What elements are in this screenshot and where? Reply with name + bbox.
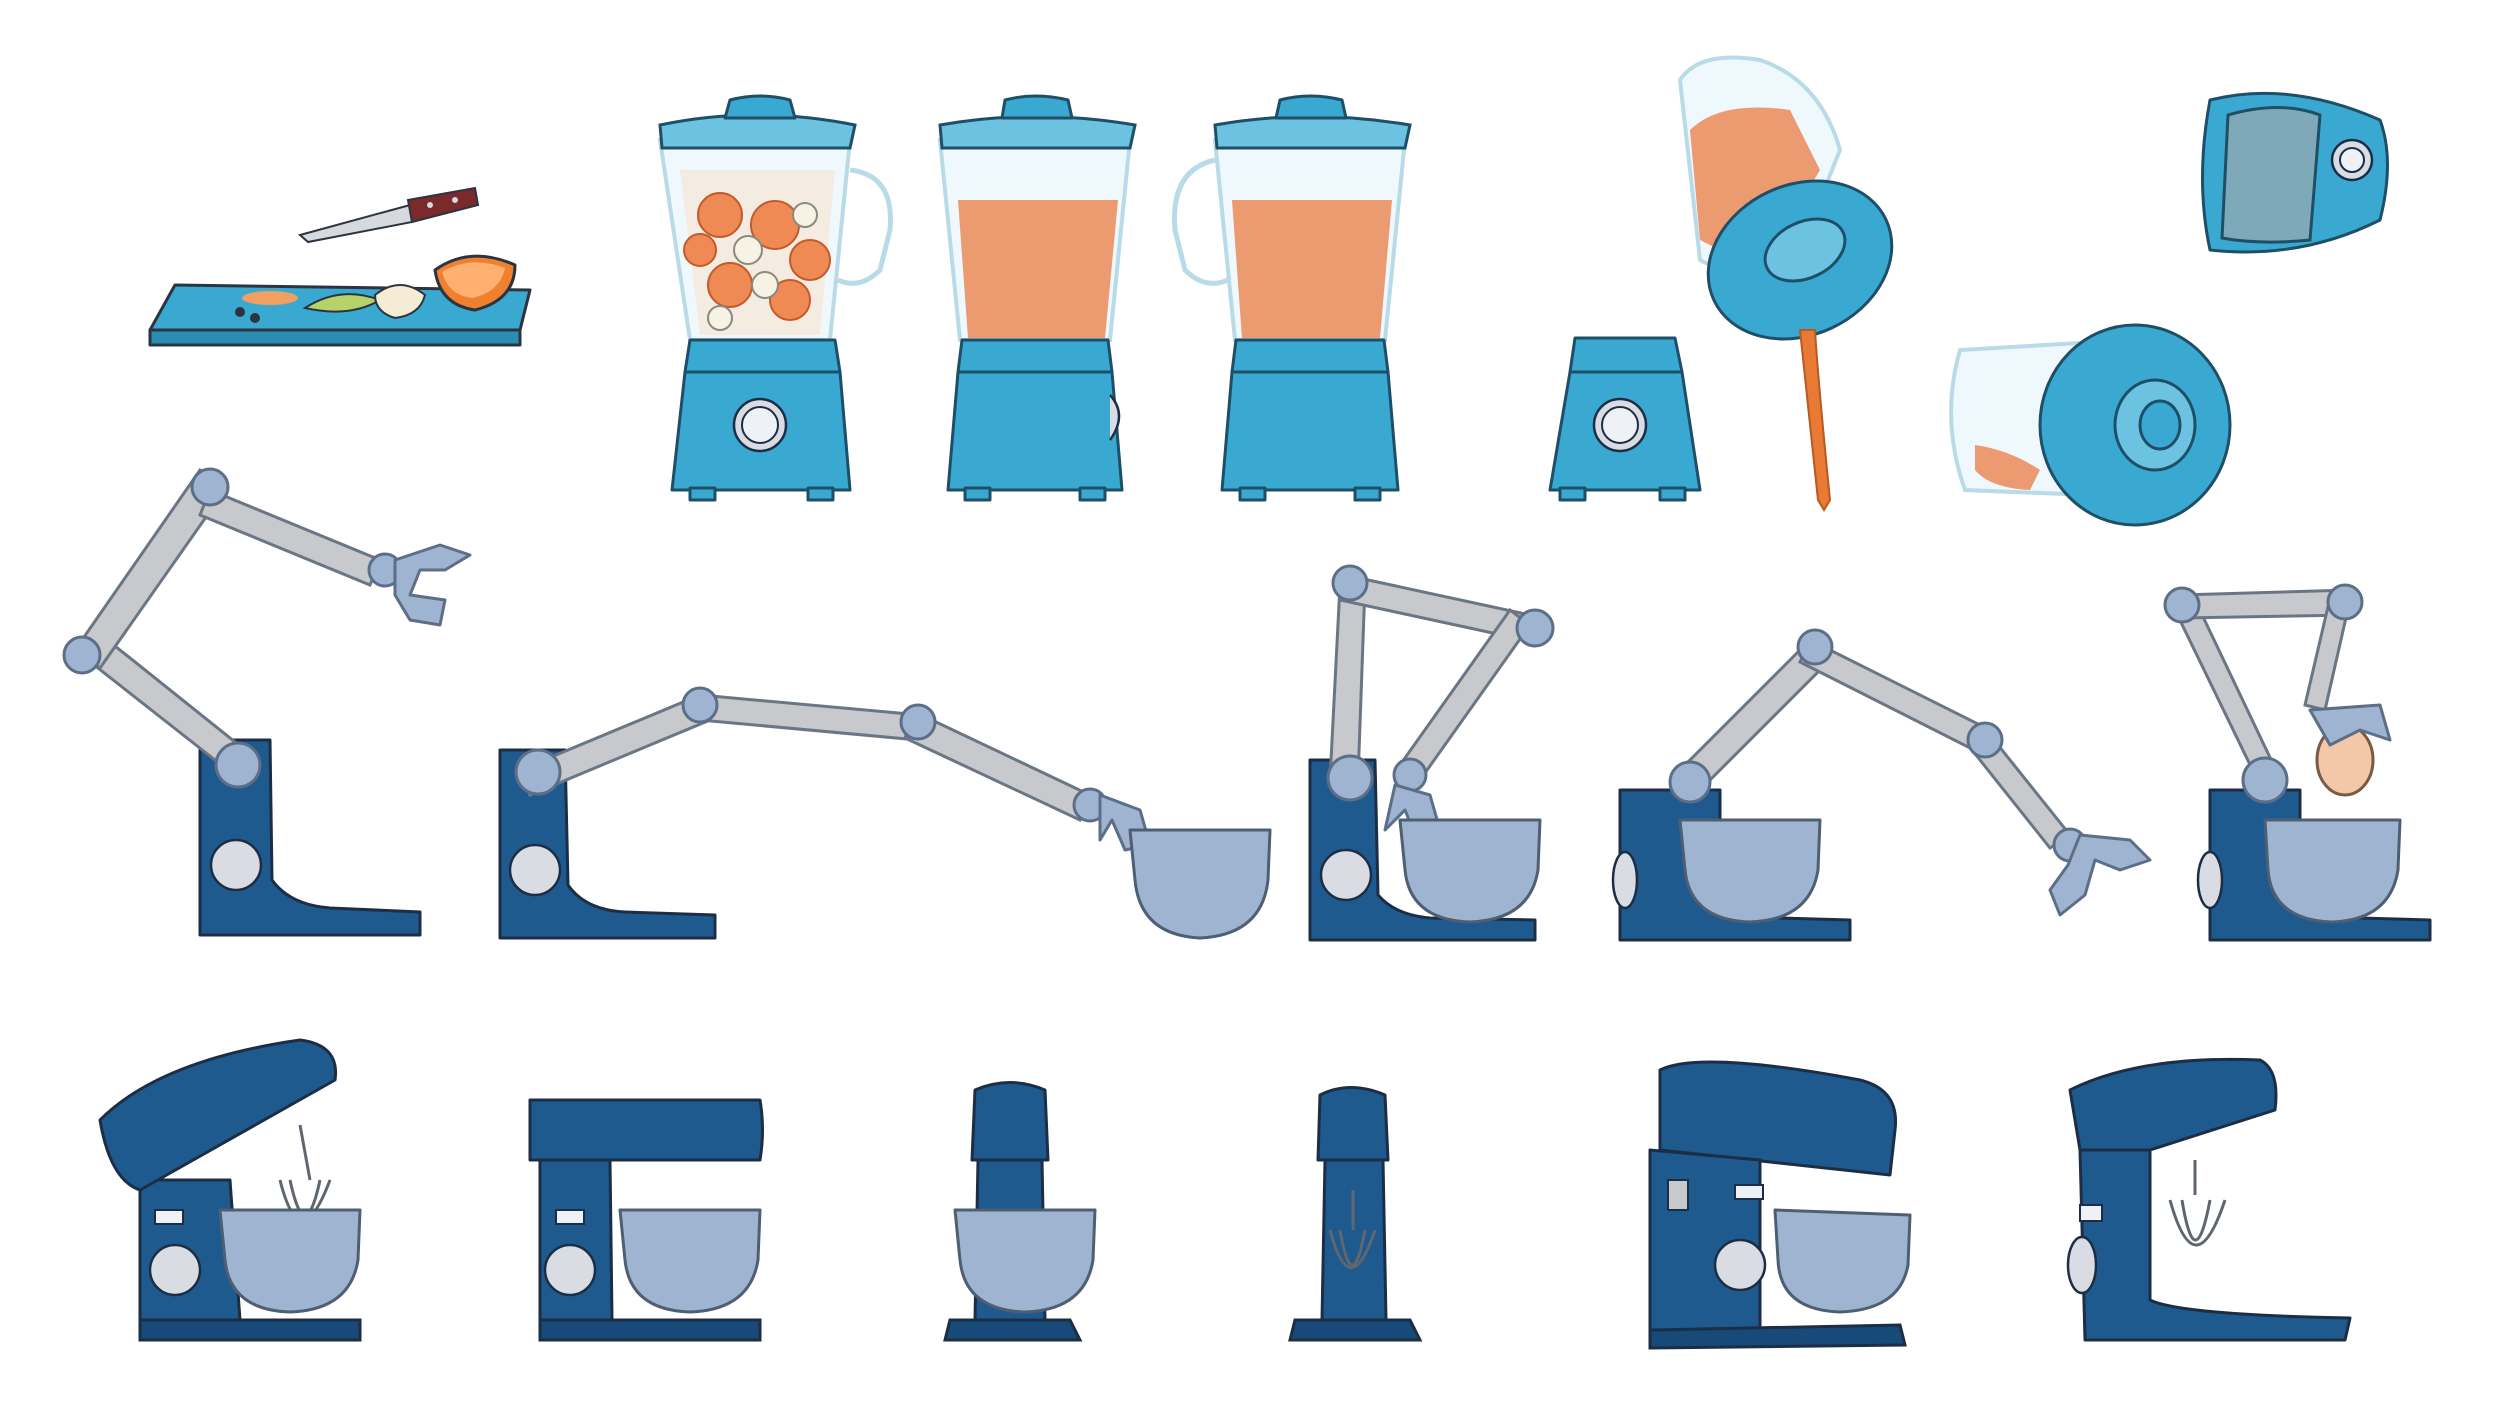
blender-jar-pouring: [1677, 55, 1894, 512]
blender-full-of-fruit: [657, 94, 893, 502]
stand-mixer-front: [943, 1081, 1097, 1342]
blender-with-juice: [937, 94, 1137, 502]
robot-arm-on-mixer: [1611, 628, 2152, 942]
blender-with-juice-side: [1172, 94, 1412, 502]
cutting-board-with-fruit: [148, 186, 532, 347]
robot-arm-placing-bowl: [1308, 564, 1555, 942]
stand-mixer-perspective: [1648, 1060, 1912, 1350]
stand-mixer-front-whisk: [1288, 1086, 1423, 1342]
blender-base: [1548, 336, 1702, 502]
knife-icon: [297, 186, 480, 244]
blender-jar-tipped: [1949, 323, 2232, 527]
blender-jar-lid-off: [2201, 91, 2389, 254]
robot-arm-holding-bowl: [498, 686, 1272, 940]
stand-mixer-tilted-head: [98, 1038, 362, 1342]
stand-mixer-three-quarter: [2066, 1057, 2352, 1342]
stand-mixer-side: [528, 1098, 764, 1342]
robot-arm-reaching: [62, 467, 472, 937]
robot-arm-cracking-egg: [2163, 583, 2432, 942]
